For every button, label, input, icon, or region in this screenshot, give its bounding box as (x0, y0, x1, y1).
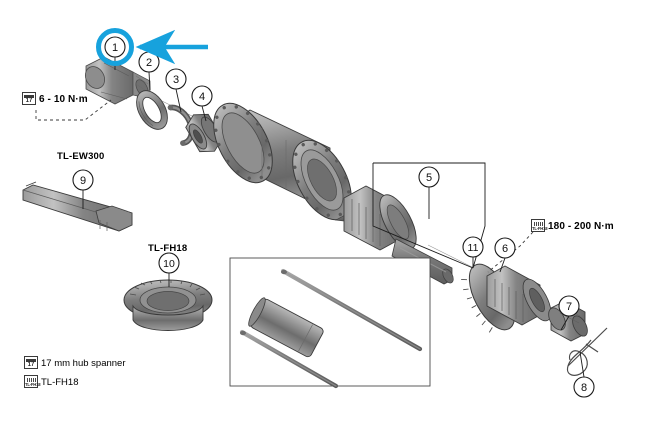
callout-8[interactable]: 8 (573, 376, 595, 398)
hub-spanner-icon: 17 (24, 356, 38, 369)
hub-spanner-icon: 17 (22, 92, 36, 105)
callout-2[interactable]: 2 (138, 51, 160, 73)
torque-dashed-leaders (35, 99, 534, 273)
callout-4[interactable]: 4 (191, 85, 213, 107)
legend-item-hub-spanner: 17 17 mm hub spanner (24, 353, 126, 371)
small-parts-box (229, 257, 431, 389)
legend-text-tl-fh18: TL-FH18 (41, 377, 79, 388)
callout-leader-lines (82, 57, 585, 378)
legend-text-hub-spanner: 17 mm hub spanner (41, 358, 126, 369)
callout-11[interactable]: 11 (462, 236, 484, 258)
tool-label-tl-ew300: TL-EW300 (57, 151, 105, 162)
part-9-tl-ew300-tool (22, 181, 133, 232)
svg-text:10: 10 (163, 258, 175, 270)
callout-5[interactable]: 5 (418, 166, 440, 188)
svg-text:2: 2 (146, 57, 152, 69)
tool-label-tl-fh18: TL-FH18 (148, 243, 188, 254)
svg-text:4: 4 (199, 91, 205, 103)
torque-left-value: 6 - 10 N·m (39, 94, 88, 105)
torque-label-right: TL-FH18 180 - 200 N·m (531, 219, 614, 232)
callout-3[interactable]: 3 (165, 68, 187, 90)
svg-text:1: 1 (112, 42, 118, 54)
torque-right-value: 180 - 200 N·m (548, 221, 614, 232)
part-2-seal-ring (136, 90, 168, 130)
part-6-freehub-body (461, 263, 552, 333)
tl-fh18-tool-icon: TL-FH18 (531, 219, 548, 232)
callout-6[interactable]: 6 (494, 237, 516, 259)
callout-1[interactable]: 1 (96, 28, 134, 66)
svg-text:5: 5 (426, 172, 432, 184)
legend-item-tl-fh18: TL-FH18 TL-FH18 (24, 372, 78, 390)
callout-10[interactable]: 10 (158, 252, 180, 274)
callout-bubbles: 1 2 3 4 5 6 7 (72, 28, 595, 398)
svg-text:6: 6 (502, 243, 508, 255)
svg-text:11: 11 (468, 242, 479, 254)
callout-9[interactable]: 9 (72, 169, 94, 191)
svg-text:7: 7 (566, 301, 572, 313)
hub-shell (213, 102, 352, 221)
part-10-tl-fh18-tool (123, 279, 213, 331)
svg-text:3: 3 (173, 74, 179, 86)
callout-7[interactable]: 7 (558, 295, 580, 317)
svg-text:9: 9 (80, 175, 86, 187)
tl-fh18-tool-icon: TL-FH18 (24, 375, 41, 388)
torque-label-left: 17 6 - 10 N·m (22, 92, 88, 105)
svg-text:8: 8 (581, 382, 587, 394)
